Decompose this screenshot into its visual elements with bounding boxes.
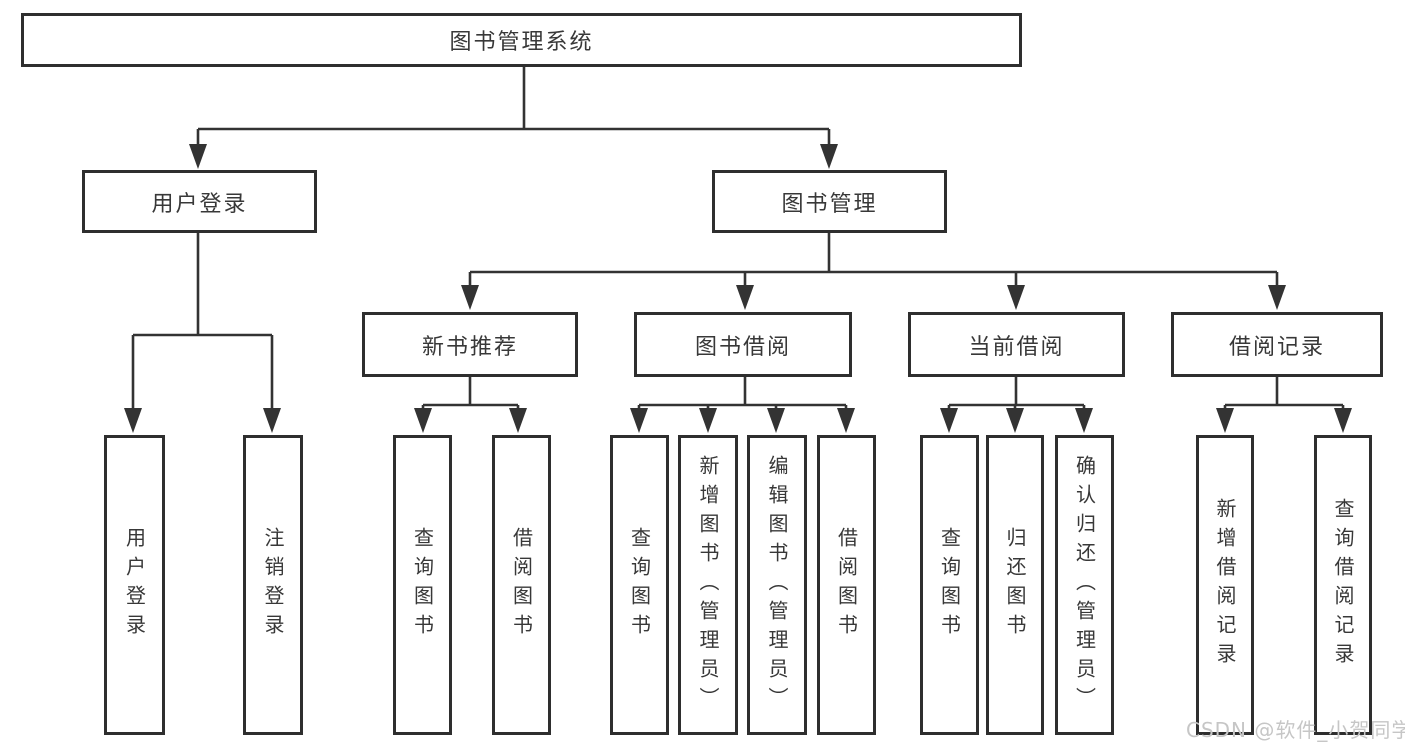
leaf-query-book-borrow: 查询图书 xyxy=(610,435,669,735)
node-label: 当前借阅 xyxy=(968,334,1065,360)
leaf-query-book-recommend: 查询图书 xyxy=(393,435,452,735)
node-label: 归还图书 xyxy=(1003,527,1027,643)
node-current-borrow: 当前借阅 xyxy=(908,312,1125,377)
node-label: 借阅图书 xyxy=(834,527,859,643)
csdn-watermark: CSDN @软件_小贺同学 xyxy=(1186,718,1405,742)
leaf-query-book-current: 查询图书 xyxy=(920,435,979,735)
node-label: 用户登录 xyxy=(151,191,248,217)
node-label: 新书推荐 xyxy=(421,334,518,360)
leaf-query-borrow-record: 查询借阅记录 xyxy=(1314,435,1372,735)
node-new-book-recommend: 新书推荐 xyxy=(362,312,578,377)
node-label: 图书管理系统 xyxy=(449,30,594,55)
node-label: 图书管理 xyxy=(781,191,878,217)
leaf-return-book: 归还图书 xyxy=(986,435,1044,735)
leaf-logout: 注销登录 xyxy=(243,435,303,735)
node-label: 查询图书 xyxy=(937,527,962,643)
node-label: 编辑图书（管理员） xyxy=(765,454,789,716)
node-label: 查询图书 xyxy=(410,527,435,643)
leaf-user-login: 用户登录 xyxy=(104,435,165,735)
node-book-borrow: 图书借阅 xyxy=(634,312,852,377)
node-label: 新增借阅记录 xyxy=(1213,498,1237,672)
node-label: 用户登录 xyxy=(122,527,147,643)
leaf-add-book-admin: 新增图书（管理员） xyxy=(678,435,738,735)
node-label: 借阅记录 xyxy=(1228,334,1325,360)
leaf-borrow-book-recommend: 借阅图书 xyxy=(492,435,551,735)
leaf-confirm-return-admin: 确认归还（管理员） xyxy=(1055,435,1114,735)
node-borrow-records: 借阅记录 xyxy=(1171,312,1383,377)
node-label: 查询借阅记录 xyxy=(1331,498,1355,672)
node-label: 新增图书（管理员） xyxy=(696,454,720,716)
node-label: 确认归还（管理员） xyxy=(1072,454,1097,716)
node-user-login: 用户登录 xyxy=(82,170,317,233)
node-book-management: 图书管理 xyxy=(712,170,947,233)
node-label: 查询图书 xyxy=(627,527,652,643)
leaf-borrow-book: 借阅图书 xyxy=(817,435,876,735)
node-label: 借阅图书 xyxy=(509,527,534,643)
leaf-edit-book-admin: 编辑图书（管理员） xyxy=(747,435,807,735)
node-library-management-system: 图书管理系统 xyxy=(21,13,1022,67)
leaf-add-borrow-record: 新增借阅记录 xyxy=(1196,435,1254,735)
node-label: 图书借阅 xyxy=(694,334,791,360)
node-label: 注销登录 xyxy=(261,527,285,643)
